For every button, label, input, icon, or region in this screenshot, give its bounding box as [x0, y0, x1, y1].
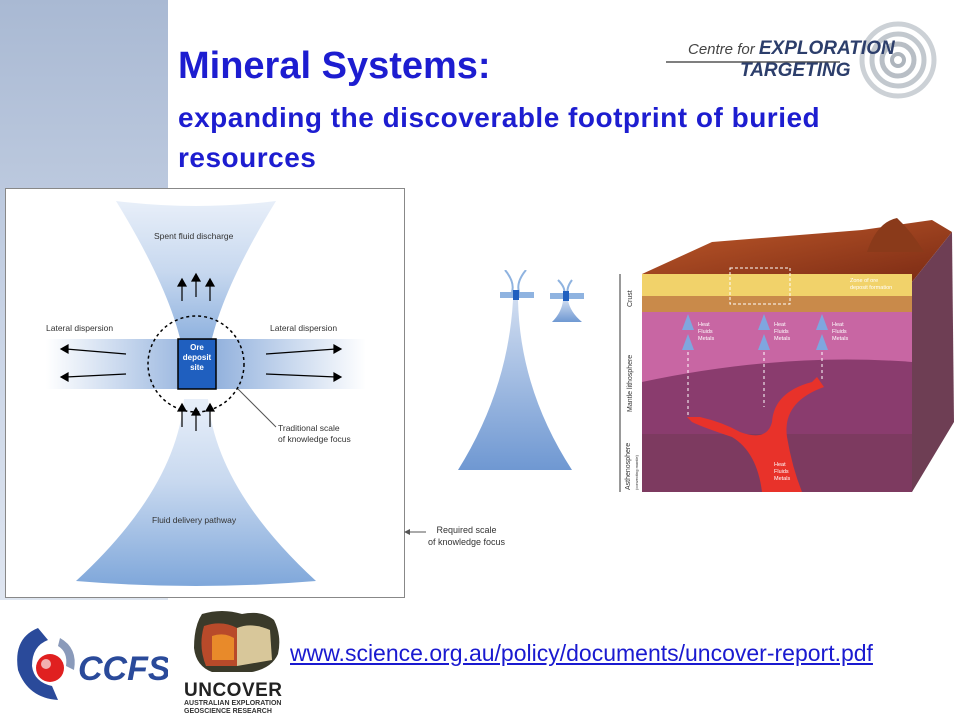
label-spent-fluid: Spent fluid discharge: [154, 231, 234, 241]
label-zone-2: deposit formation: [850, 285, 892, 291]
dashed-conduits: [687, 352, 823, 417]
label-fluids-3: Fluids: [832, 329, 847, 335]
label-heat-2: Heat: [774, 322, 786, 328]
large-plume: [458, 300, 572, 470]
label-lateral-right: Lateral dispersion: [270, 323, 338, 333]
ore-zone-box: [729, 267, 791, 305]
label-heat-3: Heat: [832, 322, 844, 328]
uncover-subtitle: AUSTRALIAN EXPLORATION GEOSCIENCE RESEAR…: [184, 700, 282, 715]
scale-comparison-diagram: [458, 270, 584, 470]
target-rings-icon: [859, 21, 937, 99]
label-traditional-scale: Traditional scale of knowledge focus: [278, 423, 351, 444]
label-fluids-4: Fluids: [774, 469, 789, 475]
uncover-wordmark: UNCOVER: [184, 680, 283, 701]
small-plume: [552, 300, 582, 322]
traditional-scale-circle: [147, 315, 245, 413]
flow-arrows: [59, 272, 343, 431]
label-fluids-1: Fluids: [698, 329, 713, 335]
label-asthenosphere: Asthenosphere: [625, 443, 632, 490]
ore-deposit-box: [177, 338, 217, 390]
label-fluid-pathway: Fluid delivery pathway: [152, 515, 237, 525]
label-metals-3: Metals: [832, 336, 848, 342]
label-metals-2: Metals: [774, 336, 790, 342]
label-asthenosphere-sub: (convecting mantle): [634, 454, 639, 490]
uncover-logo: [194, 611, 280, 672]
mineral-system-graphic: [46, 201, 366, 586]
ccfs-logo: CCFS: [17, 628, 168, 700]
label-metals-4: Metals: [774, 476, 790, 482]
crust-layer-orange: [642, 296, 912, 312]
crust-layer-yellow: [642, 274, 912, 296]
label-metals-1: Metals: [698, 336, 714, 342]
mineral-system-diagram: Spent fluid discharge Lateral dispersion…: [5, 188, 405, 598]
cet-logo-line1: Centre for EXPLORATION: [688, 38, 895, 59]
fluid-pathway: [76, 399, 316, 586]
label-zone-1: Zone of ore: [850, 278, 878, 284]
crustal-block-diagram: Crust Mantle lithosphere Asthenosphere (…: [619, 218, 954, 492]
label-required-scale: Required scale of knowledge focus: [428, 525, 506, 547]
slide-subtitle: expanding the discoverable footprint of …: [178, 102, 821, 173]
traditional-scale-leader: [237, 388, 277, 428]
label-ore-deposit: Ore deposit site: [182, 343, 212, 372]
svg-text:CCFS: CCFS: [78, 650, 168, 688]
magma-conduit: [687, 377, 824, 492]
slide-title: Mineral Systems:: [178, 45, 491, 87]
label-heat-1: Heat: [698, 322, 710, 328]
required-scale-pointer: [404, 529, 426, 535]
label-lateral-left: Lateral dispersion: [46, 323, 114, 333]
label-heat-4: Heat: [774, 462, 786, 468]
volcano: [867, 218, 924, 252]
cet-logo-line2: TARGETING: [740, 60, 851, 81]
side-face: [912, 232, 954, 492]
heat-flow-arrows: [682, 314, 828, 350]
uncover-report-link[interactable]: www.science.org.au/policy/documents/unco…: [290, 640, 873, 666]
label-crust: Crust: [627, 290, 634, 307]
label-mantle: Mantle lithosphere: [627, 355, 634, 412]
heat-labels: Heat Fluids Metals Heat Fluids Metals He…: [698, 322, 848, 482]
cet-logo: [666, 21, 937, 99]
label-fluids-2: Fluids: [774, 329, 789, 335]
